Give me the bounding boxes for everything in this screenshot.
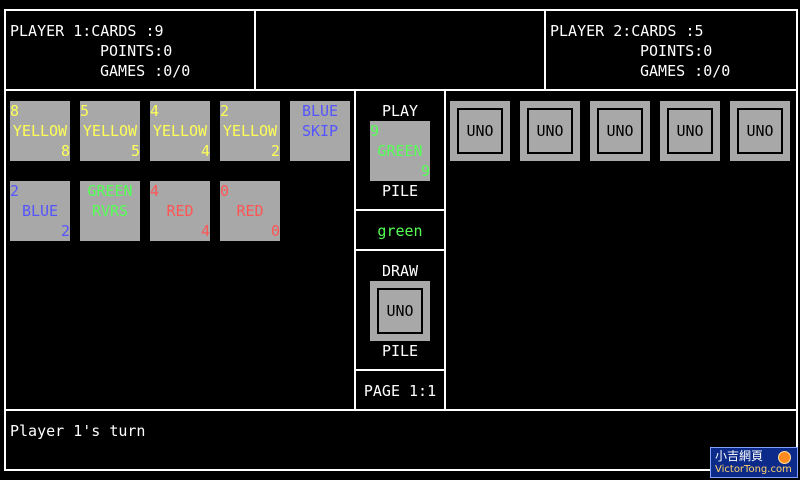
opponent-card: UNO: [450, 101, 510, 161]
card-bottom-number: 0: [270, 222, 280, 240]
draw-pile-label: DRAW: [381, 262, 419, 280]
card-label: YELLOW: [152, 122, 208, 140]
header-left-divider: [254, 9, 256, 91]
header-right-divider: [544, 9, 546, 91]
play-pile-card: 9 GREEN 9: [370, 121, 430, 181]
center-divider-3: [354, 369, 446, 371]
status-message: Player 1's turn: [10, 422, 146, 440]
uno-card-back: UNO: [527, 108, 573, 154]
opponent-card: UNO: [730, 101, 790, 161]
game-frame: [4, 9, 798, 471]
card-bottom-number: 9: [420, 162, 430, 180]
uno-card-back: UNO: [597, 108, 643, 154]
opponent-card: UNO: [590, 101, 650, 161]
hand-card[interactable]: 4 YELLOW 4: [150, 101, 210, 161]
card-top-number: 2: [10, 182, 20, 200]
card-label: BLUE SKIP: [301, 102, 339, 140]
uno-card-back: UNO: [457, 108, 503, 154]
card-label: RED: [236, 202, 264, 220]
hand-card[interactable]: BLUE SKIP: [290, 101, 350, 161]
hand-card[interactable]: 2 YELLOW 2: [220, 101, 280, 161]
card-label: GREEN RVRS: [87, 182, 133, 220]
card-bottom-number: 2: [270, 142, 280, 160]
center-divider-2: [354, 249, 446, 251]
hand-card[interactable]: 0 RED 0: [220, 181, 280, 241]
page-indicator[interactable]: PAGE 1:1: [363, 382, 437, 400]
opponent-card: UNO: [660, 101, 720, 161]
logo-badge-icon: [778, 451, 791, 464]
card-top-number: 9: [370, 122, 380, 140]
card-label: GREEN: [377, 142, 423, 160]
card-label: YELLOW: [222, 122, 278, 140]
draw-pile-card[interactable]: UNO: [370, 281, 430, 341]
card-top-number: 0: [220, 182, 230, 200]
hand-card[interactable]: 4 RED 4: [150, 181, 210, 241]
card-top-number: 8: [10, 102, 20, 120]
card-bottom-number: 4: [200, 142, 210, 160]
opponent-card: UNO: [520, 101, 580, 161]
card-label: BLUE: [21, 202, 59, 220]
current-color: green: [377, 222, 423, 240]
card-top-number: 5: [80, 102, 90, 120]
uno-card-back: UNO: [737, 108, 783, 154]
uno-card-back: UNO: [377, 288, 423, 334]
card-bottom-number: 4: [200, 222, 210, 240]
card-label: RED: [166, 202, 194, 220]
hand-card[interactable]: GREEN RVRS: [80, 181, 140, 241]
player2-cards: PLAYER 2:CARDS :5: [550, 22, 704, 40]
header-divider: [4, 89, 798, 91]
player1-points: POINTS:0: [100, 42, 173, 60]
card-top-number: 2: [220, 102, 230, 120]
site-logo: 小吉網頁 VictorTong.com: [710, 447, 798, 478]
player2-games: GAMES :0/0: [640, 62, 731, 80]
card-bottom-number: 5: [130, 142, 140, 160]
logo-title: 小吉網頁: [715, 449, 764, 463]
status-divider: [4, 409, 798, 411]
player2-points: POINTS:0: [640, 42, 713, 60]
card-bottom-number: 8: [60, 142, 70, 160]
card-label: YELLOW: [12, 122, 68, 140]
card-top-number: 4: [150, 102, 160, 120]
hand-card[interactable]: 5 YELLOW 5: [80, 101, 140, 161]
uno-card-back: UNO: [667, 108, 713, 154]
play-pile-bottom-label: PILE: [381, 182, 419, 200]
logo-url: VictorTong.com: [715, 464, 792, 475]
player1-games: GAMES :0/0: [100, 62, 191, 80]
card-bottom-number: 2: [60, 222, 70, 240]
hand-card[interactable]: 2 BLUE 2: [10, 181, 70, 241]
hand-card[interactable]: 8 YELLOW 8: [10, 101, 70, 161]
card-label: YELLOW: [82, 122, 138, 140]
player1-cards: PLAYER 1:CARDS :9: [10, 22, 164, 40]
play-pile-label: PLAY: [381, 102, 419, 120]
draw-pile-bottom-label: PILE: [381, 342, 419, 360]
center-divider-1: [354, 209, 446, 211]
card-top-number: 4: [150, 182, 160, 200]
